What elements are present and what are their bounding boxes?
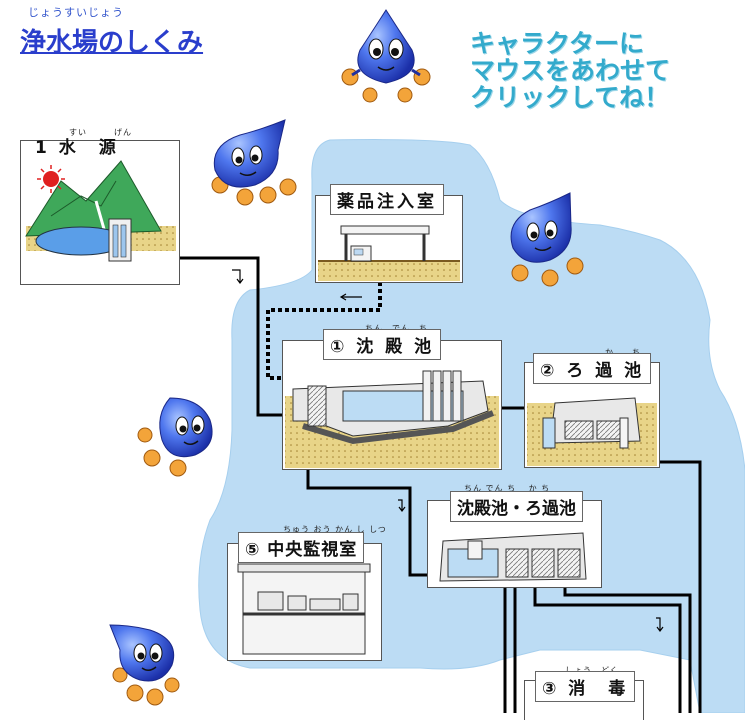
source-ruby: すい げん xyxy=(69,128,132,137)
disinfect-label: ③ 消 毒 xyxy=(535,671,636,702)
combined-label: 沈殿池・ろ過池 xyxy=(450,491,583,522)
station-disinfect[interactable]: しょう どく ③ 消 毒 xyxy=(524,666,644,720)
station-combined[interactable]: ちん でん ち か ち 沈殿池・ろ過池 xyxy=(427,484,602,588)
droplet-character-icon[interactable] xyxy=(130,390,230,480)
chemical-illustration xyxy=(318,225,460,281)
station-chemical[interactable]: 薬品注入室 xyxy=(315,184,463,283)
flow-arrows xyxy=(232,269,664,632)
monitor-illustration xyxy=(237,563,371,655)
station-settling[interactable]: ちん でん ち ① 沈 殿 池 xyxy=(282,324,502,470)
station-monitor[interactable]: ちゅう おう かん し しつ ⑤ 中央監視室 xyxy=(227,525,386,661)
station-source[interactable]: すい げん 1 水 源 xyxy=(20,128,180,285)
disinfect-ruby: しょう どく xyxy=(565,665,619,676)
settling-label: ① 沈 殿 池 xyxy=(323,329,442,360)
droplet-character-icon[interactable] xyxy=(200,115,310,210)
chemical-line xyxy=(266,275,382,380)
monitor-ruby: ちゅう おう かん し しつ xyxy=(283,525,387,534)
combined-illustration xyxy=(439,532,587,582)
filter-label: ② ろ 過 池 xyxy=(533,353,652,384)
station-filter[interactable]: か ち ② ろ 過 池 xyxy=(524,348,660,468)
filter-ruby: か ち xyxy=(605,347,641,358)
droplet-character-icon[interactable] xyxy=(100,615,190,710)
chemical-label: 薬品注入室 xyxy=(330,184,444,215)
title-ruby: じょうすいじょう xyxy=(28,6,124,19)
instruction-text: キャラクターに マウスをあわせて クリックしてね！ xyxy=(470,29,671,112)
source-label: 1 水 源 xyxy=(35,138,119,158)
source-illustration xyxy=(25,160,176,262)
droplet-character-icon[interactable] xyxy=(495,188,595,288)
settling-ruby: ちん でん ち xyxy=(365,323,428,334)
monitor-label: ⑤ 中央監視室 xyxy=(238,532,365,563)
droplet-character-icon[interactable] xyxy=(330,5,440,105)
combined-ruby: ちん でん ち か ち xyxy=(464,484,551,493)
filter-illustration xyxy=(527,397,657,466)
page-title-link[interactable]: 浄水場のしくみ xyxy=(20,28,204,58)
settling-illustration xyxy=(285,370,499,468)
